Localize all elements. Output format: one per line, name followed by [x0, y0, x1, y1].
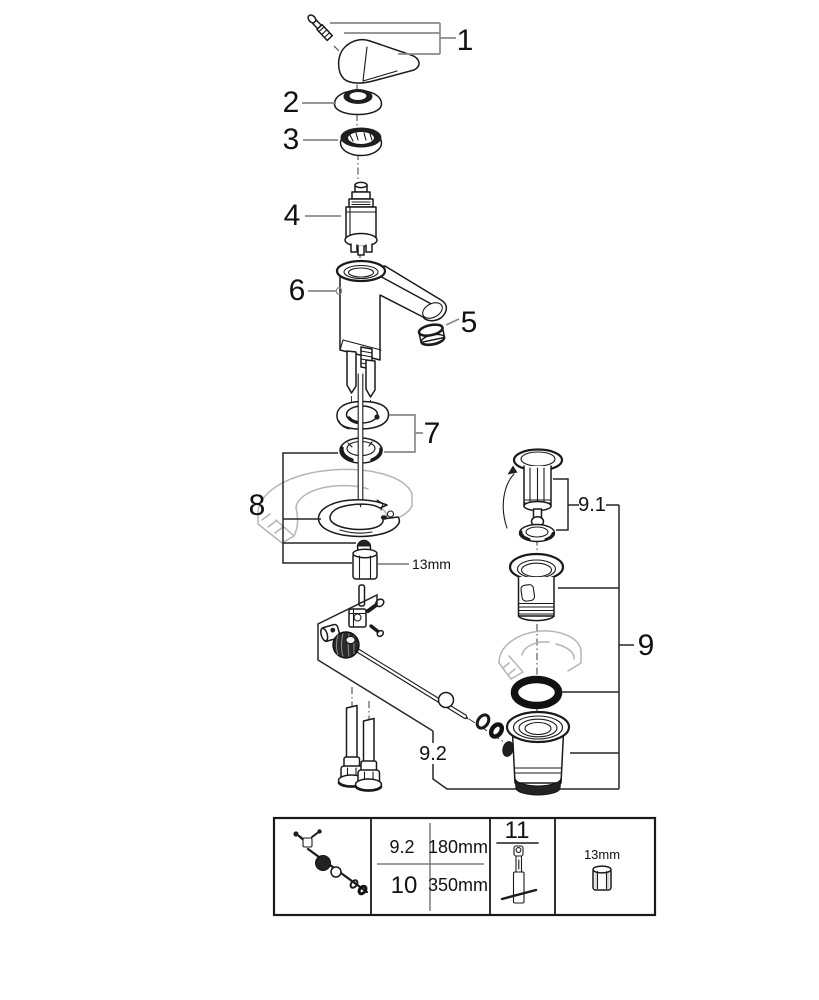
callout-7: 7	[424, 417, 441, 450]
part-supply-hose-right	[354, 717, 383, 792]
table-nut-size: 13mm	[584, 847, 620, 862]
callout-5: 5	[461, 306, 478, 339]
table-ref-row2: 10	[391, 872, 418, 899]
part-rod-joint	[348, 598, 385, 638]
part-rod-top-section	[358, 584, 366, 607]
part-drain-oring	[510, 675, 563, 710]
callout-9-2: 9.2	[419, 743, 447, 765]
bracket-9-1	[553, 478, 619, 531]
part-cartridge	[344, 181, 378, 256]
bracket-9	[558, 505, 634, 789]
parts-table: 9.2 180mm 10 350mm 11 13mm	[272, 816, 657, 917]
part-supply-hose-left	[337, 704, 366, 788]
nut-size-label: 13mm	[412, 556, 451, 572]
table-value-row2: 350mm	[428, 875, 488, 895]
part-retaining-ring	[339, 127, 383, 157]
callout-6-leader	[308, 287, 343, 296]
hex-nut-icon	[592, 865, 612, 891]
part-handle	[337, 38, 420, 84]
part-drain-plug	[512, 448, 564, 528]
rotate-arrow-icon	[502, 465, 518, 529]
part-horizontal-rod	[353, 646, 469, 720]
callout-2: 2	[283, 86, 300, 119]
bracket-8	[282, 452, 356, 564]
part-threaded-rod	[357, 373, 364, 508]
ghost-sink-bottom	[498, 630, 582, 680]
part-faucet-body	[335, 259, 448, 407]
part-knurled-knob	[332, 631, 360, 659]
table-ref-row1: 9.2	[389, 837, 414, 857]
callout-7-leader	[384, 414, 423, 453]
part-handle-screw	[307, 14, 334, 42]
callout-3: 3	[283, 123, 300, 156]
table-nut-cell: 13mm	[584, 847, 620, 891]
part-mounting-nut-13mm	[352, 548, 378, 580]
table-length-matrix: 9.2 180mm 10 350mm	[377, 823, 488, 911]
callout-1-leader	[330, 22, 456, 55]
part-drain-body	[502, 710, 571, 796]
part-plug-seal	[518, 523, 556, 543]
part-rod-oring	[475, 713, 491, 730]
table-tool-ref: 11	[505, 817, 530, 844]
part-aerator	[417, 323, 446, 347]
callout-5-leader	[445, 318, 460, 326]
part-rod-washer	[488, 722, 505, 739]
mounting-tool-icon	[500, 845, 538, 904]
part-mounting-clamp	[317, 499, 401, 538]
part-cap-ring	[333, 89, 383, 116]
callout-6: 6	[289, 274, 306, 307]
callout-4: 4	[284, 199, 301, 232]
callout-9: 9	[638, 629, 655, 662]
part-drain-flange	[508, 552, 565, 622]
callout-8: 8	[249, 489, 266, 522]
table-rod-assembly-thumbnail	[293, 829, 369, 896]
table-value-row1: 180mm	[428, 837, 488, 857]
table-tool-cell: 11	[496, 817, 539, 904]
callout-1: 1	[457, 24, 474, 57]
callout-9-1: 9.1	[578, 494, 606, 516]
